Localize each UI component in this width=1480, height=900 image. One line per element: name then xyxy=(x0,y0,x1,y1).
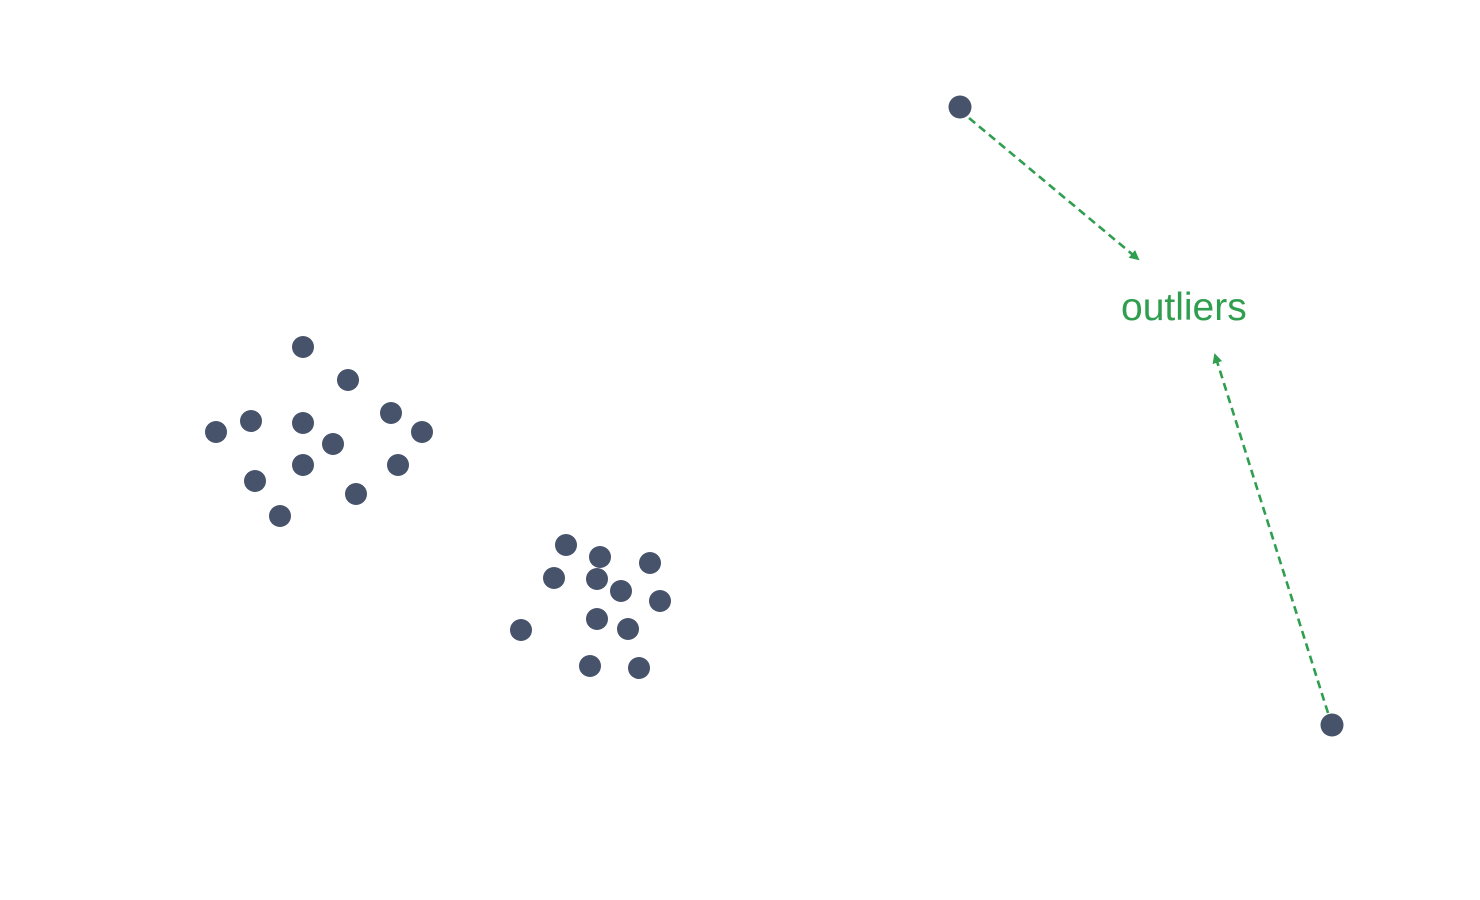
cluster-b-point xyxy=(649,590,671,612)
cluster-b-point xyxy=(510,619,532,641)
cluster-a-point xyxy=(345,483,367,505)
outlier-points xyxy=(948,95,1344,737)
cluster-a-point xyxy=(387,454,409,476)
arrow-to-label-bottom xyxy=(1212,353,1330,714)
cluster-a-point xyxy=(292,412,314,434)
cluster-a-point xyxy=(292,454,314,476)
arrow-to-label-top xyxy=(968,117,1140,261)
cluster-a-point xyxy=(205,421,227,443)
cluster-b-point xyxy=(639,552,661,574)
cluster-a-point xyxy=(411,421,433,443)
outlier-point-bottom xyxy=(1320,713,1344,737)
cluster-a-point xyxy=(292,336,314,358)
cluster-a xyxy=(205,336,433,527)
outliers-label: outliers xyxy=(1121,286,1247,329)
cluster-a-point xyxy=(244,470,266,492)
cluster-b-point xyxy=(579,655,601,677)
annotation-arrows xyxy=(968,117,1330,714)
cluster-b-point xyxy=(617,618,639,640)
cluster-b-point xyxy=(555,534,577,556)
cluster-a-point xyxy=(322,433,344,455)
outlier-point-top xyxy=(948,95,972,119)
cluster-b xyxy=(510,534,671,679)
cluster-b-point xyxy=(628,657,650,679)
cluster-a-point xyxy=(380,402,402,424)
cluster-a-point xyxy=(337,369,359,391)
cluster-b-point xyxy=(586,608,608,630)
cluster-b-point xyxy=(610,580,632,602)
cluster-b-point xyxy=(586,568,608,590)
cluster-b-point xyxy=(543,567,565,589)
cluster-b-point xyxy=(589,546,611,568)
cluster-a-point xyxy=(269,505,291,527)
cluster-a-point xyxy=(240,410,262,432)
